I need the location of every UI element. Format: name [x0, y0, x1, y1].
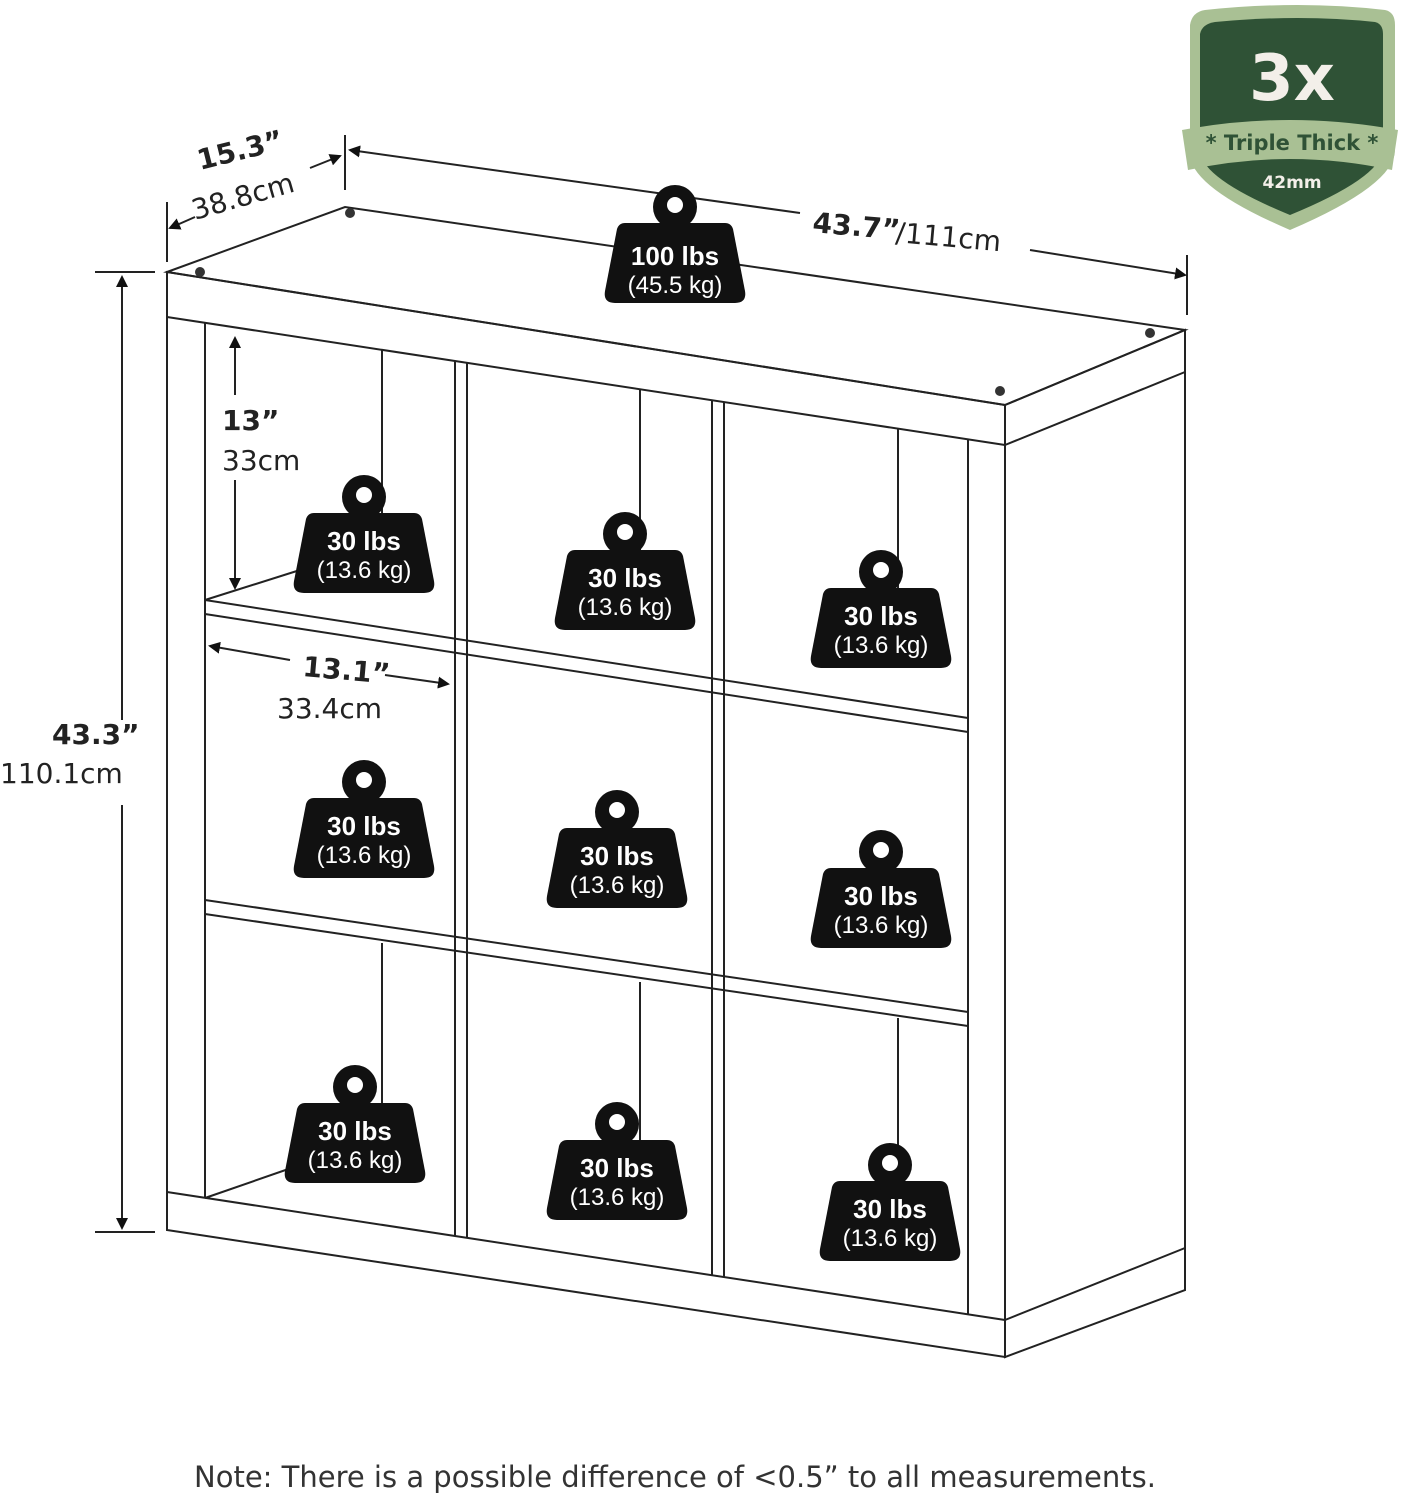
- svg-text:42mm: 42mm: [1262, 173, 1321, 193]
- cube-height-in: 13”: [222, 404, 279, 437]
- dimension-labels: 15.3” 38.8cm 43.7” /111cm 43.3” 110.1cm …: [0, 124, 1002, 790]
- cube-weight: 30 lbs(13.6 kg): [284, 1065, 426, 1183]
- cube-weight: 30 lbs(13.6 kg): [293, 475, 435, 593]
- svg-text:(13.6 kg): (13.6 kg): [834, 912, 929, 939]
- top-weight: 100 lbs (45.5 kg): [604, 185, 746, 303]
- svg-text:(13.6 kg): (13.6 kg): [317, 557, 412, 584]
- svg-text:(45.5 kg): (45.5 kg): [628, 272, 723, 299]
- svg-text:30 lbs: 30 lbs: [844, 601, 918, 631]
- svg-text:(13.6 kg): (13.6 kg): [570, 872, 665, 899]
- cube-height-cm: 33cm: [222, 444, 300, 477]
- svg-text:30 lbs: 30 lbs: [580, 841, 654, 871]
- svg-text:(13.6 kg): (13.6 kg): [843, 1225, 938, 1252]
- cube-weight: 30 lbs(13.6 kg): [810, 830, 952, 948]
- cube-weight: 30 lbs(13.6 kg): [546, 790, 688, 908]
- svg-text:(13.6 kg): (13.6 kg): [570, 1184, 665, 1211]
- width-in: 43.7”: [811, 206, 901, 247]
- height-cm: 110.1cm: [0, 757, 123, 790]
- cube-width-cm: 33.4cm: [277, 692, 382, 725]
- svg-text:(13.6 kg): (13.6 kg): [834, 632, 929, 659]
- height-in: 43.3”: [52, 718, 140, 751]
- depth-in: 15.3”: [194, 124, 287, 177]
- svg-text:(13.6 kg): (13.6 kg): [578, 594, 673, 621]
- dimension-lines: [95, 135, 1188, 1233]
- svg-text:30 lbs: 30 lbs: [327, 526, 401, 556]
- svg-text:30 lbs: 30 lbs: [327, 811, 401, 841]
- svg-text:30 lbs: 30 lbs: [588, 563, 662, 593]
- svg-text:(13.6 kg): (13.6 kg): [308, 1147, 403, 1174]
- measurement-note: Note: There is a possible difference of …: [194, 1460, 1156, 1494]
- svg-text:30 lbs: 30 lbs: [844, 881, 918, 911]
- svg-text:30 lbs: 30 lbs: [853, 1194, 927, 1224]
- svg-text:30 lbs: 30 lbs: [318, 1116, 392, 1146]
- triple-thick-badge: 3x * Triple Thick * 42mm: [1182, 5, 1398, 230]
- cube-weight: 30 lbs(13.6 kg): [554, 512, 696, 630]
- width-cm: /111cm: [894, 216, 1002, 258]
- svg-text:* Triple Thick *: * Triple Thick *: [1206, 131, 1379, 155]
- svg-text:(13.6 kg): (13.6 kg): [317, 842, 412, 869]
- svg-text:3x: 3x: [1249, 42, 1335, 116]
- cube-weight: 30 lbs(13.6 kg): [810, 550, 952, 668]
- svg-text:30 lbs: 30 lbs: [580, 1153, 654, 1183]
- cube-weight: 30 lbs(13.6 kg): [546, 1102, 688, 1220]
- svg-text:100 lbs: 100 lbs: [631, 241, 719, 271]
- cube-weight: 30 lbs(13.6 kg): [819, 1143, 961, 1261]
- cube-width-in: 13.1”: [301, 650, 391, 691]
- cube-weight: 30 lbs(13.6 kg): [293, 760, 435, 878]
